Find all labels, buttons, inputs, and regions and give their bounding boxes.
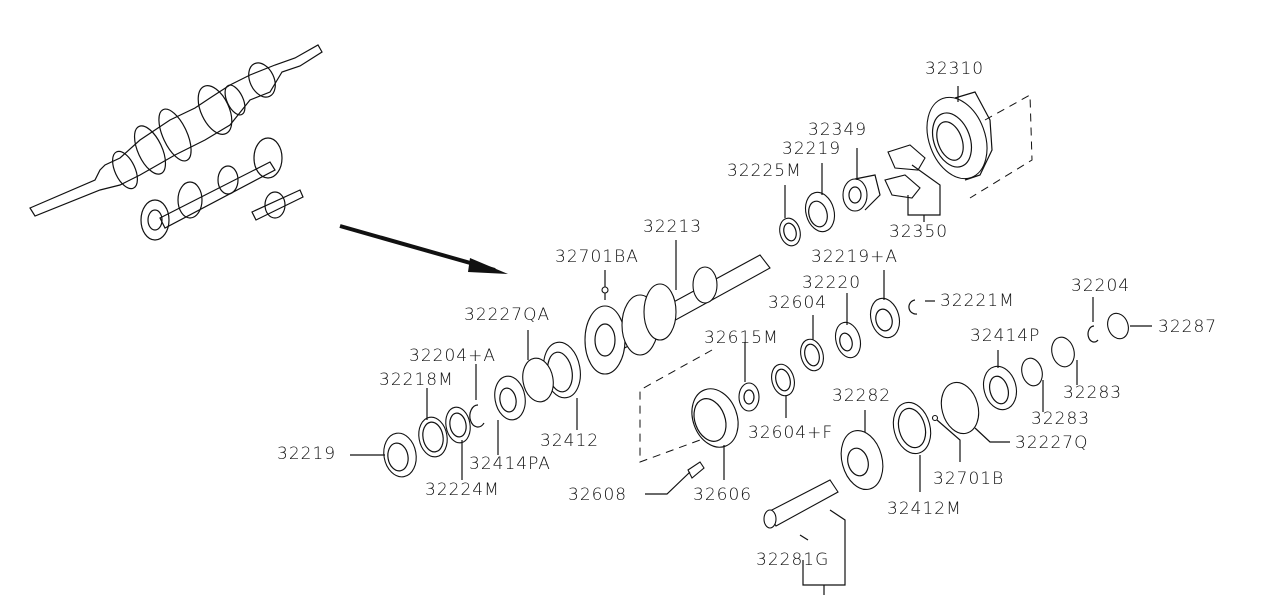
- part-32219-bearing-upper-icon: [804, 191, 836, 233]
- callout-32350[interactable]: 32350: [889, 222, 949, 242]
- part-32204A-snapring-icon: [469, 404, 485, 428]
- part-32282-reverse-gear-icon: [840, 430, 884, 490]
- part-32283-needle-bearing-a-icon: [1021, 357, 1043, 387]
- part-32414P-bushing-icon: [982, 365, 1018, 411]
- part-32606-sleeve-icon: [691, 388, 739, 448]
- callout-32227Q[interactable]: 32227Q: [1015, 433, 1089, 453]
- callout-32310[interactable]: 32310: [925, 59, 985, 79]
- callout-32701B[interactable]: 32701B: [933, 469, 1005, 489]
- part-32287-washer-icon: [1107, 312, 1129, 340]
- part-32615M-ring-icon: [738, 382, 760, 412]
- callout-32281G[interactable]: 32281G: [756, 550, 830, 570]
- callout-32283-a[interactable]: 32283: [1063, 383, 1123, 403]
- part-32219-bearing-lower-icon: [383, 432, 417, 478]
- part-32414PA-bushing-icon: [494, 375, 526, 421]
- callout-32219-lower[interactable]: 32219: [277, 444, 337, 464]
- part-32204-snapring-icon: [1087, 325, 1099, 343]
- callout-32224M[interactable]: 32224M: [425, 480, 500, 500]
- part-32310-gear-icon: [926, 91, 993, 181]
- pointer-arrow-icon: [339, 224, 508, 274]
- callout-32227QA[interactable]: 32227QA: [464, 305, 551, 325]
- callout-32220[interactable]: 32220: [802, 273, 862, 293]
- callout-32283-b[interactable]: 32283: [1031, 409, 1091, 429]
- part-32350-needle-bearing-icon: [884, 144, 926, 199]
- part-32221M-snapring-icon: [908, 299, 918, 315]
- callout-32204A[interactable]: 32204+A: [409, 346, 496, 366]
- callout-32414P[interactable]: 32414P: [970, 326, 1041, 346]
- callout-32287[interactable]: 32287: [1158, 317, 1218, 337]
- callout-32349[interactable]: 32349: [808, 120, 868, 140]
- part-32218M-washer-icon: [418, 416, 448, 458]
- part-32608-insert-icon: [687, 461, 705, 479]
- callout-32219-upper[interactable]: 32219: [782, 139, 842, 159]
- part-32604F-ring-icon: [771, 363, 795, 397]
- callout-32701BA[interactable]: 32701BA: [555, 247, 639, 267]
- callout-32282[interactable]: 32282: [832, 386, 892, 406]
- part-32349-bushing-icon: [842, 174, 881, 212]
- part-32227Q-ring-icon: [940, 381, 980, 435]
- part-32225M-washer-icon: [779, 217, 801, 247]
- part-32220-gear-icon: [834, 321, 862, 359]
- part-32412M-synchro-ring-icon: [892, 401, 932, 455]
- callout-32221M[interactable]: 32221M: [940, 291, 1015, 311]
- callout-32608[interactable]: 32608: [568, 485, 628, 505]
- callout-32604F[interactable]: 32604+F: [748, 423, 834, 443]
- part-32224M-needle-bearing-icon: [445, 406, 471, 444]
- callout-32213[interactable]: 32213: [643, 217, 703, 237]
- callout-32615M[interactable]: 32615M: [704, 328, 779, 348]
- part-32219A-bearing-icon: [869, 297, 901, 339]
- part-32227QA-ring-icon: [522, 357, 554, 403]
- callout-32604[interactable]: 32604: [768, 293, 828, 313]
- part-32213-mainshaft-icon: [584, 254, 771, 375]
- overview-assembly-icon: [29, 44, 323, 241]
- callout-32225M[interactable]: 32225M: [727, 161, 802, 181]
- callout-32606[interactable]: 32606: [693, 485, 753, 505]
- part-32701B-ball-icon: [931, 414, 939, 422]
- part-32281G-reverse-shaft-icon: [763, 479, 839, 541]
- callout-32414PA[interactable]: 32414PA: [469, 454, 551, 474]
- leader-lines: [350, 86, 1152, 595]
- callout-32412[interactable]: 32412: [540, 431, 600, 451]
- callout-32218M[interactable]: 32218M: [379, 370, 454, 390]
- part-32283-needle-bearing-b-icon: [1051, 336, 1075, 368]
- part-32604-ring-icon: [800, 338, 824, 372]
- callout-32412M[interactable]: 32412M: [887, 499, 962, 519]
- callout-32204[interactable]: 32204: [1071, 276, 1131, 296]
- callout-32219A[interactable]: 32219+A: [811, 247, 898, 267]
